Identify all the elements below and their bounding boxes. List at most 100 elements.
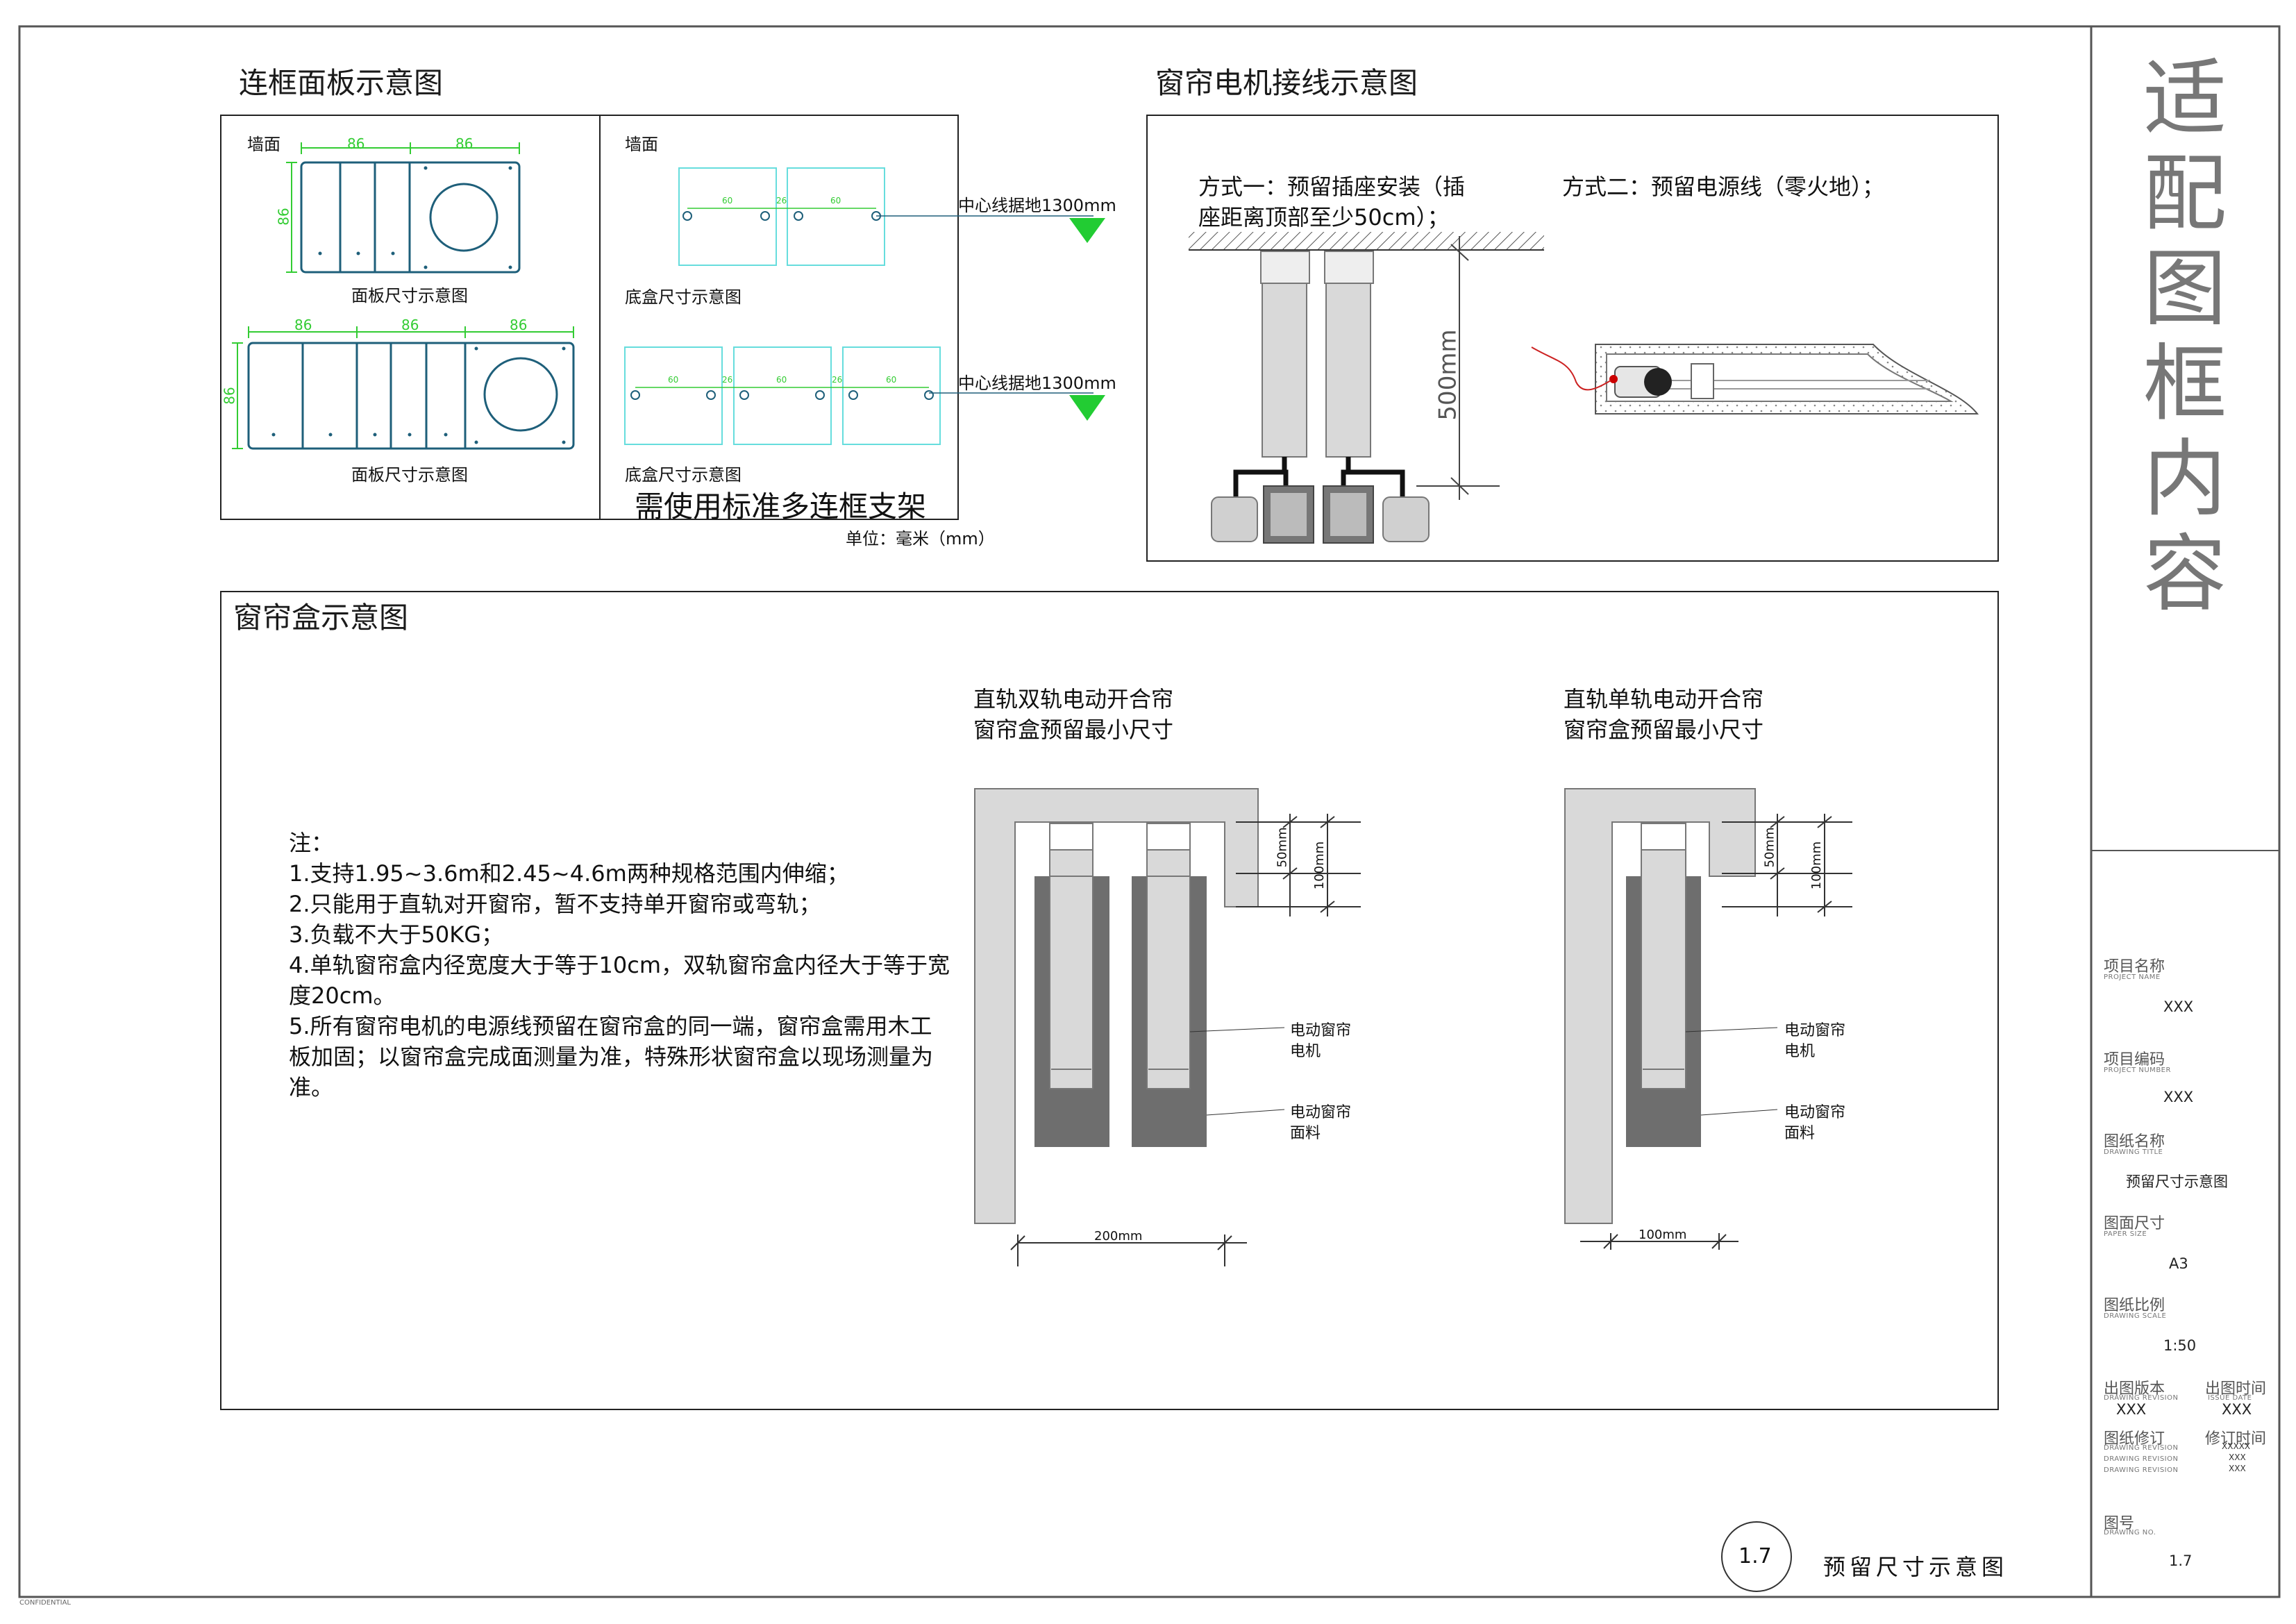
double-dims xyxy=(1010,814,1361,1266)
dim-60-b: 60 xyxy=(830,196,841,206)
double-dim-200: 200mm xyxy=(1094,1229,1143,1244)
side-char-5: 内 xyxy=(2143,431,2227,528)
single-dims xyxy=(1580,814,1852,1250)
modify-en-1: DRAWING REVISION xyxy=(2104,1444,2179,1452)
motor-wiring-section xyxy=(1146,115,1999,562)
modify-en-2: DRAWING REVISION xyxy=(2104,1455,2179,1463)
note-line-7: 板加固；以窗帘盒完成面测量为准，特殊形状窗帘盒以现场测量为 xyxy=(289,1044,934,1070)
dim-60-d: 60 xyxy=(776,375,787,385)
sheet-number: 1.7 xyxy=(1738,1544,1772,1568)
dim-500mm: 500mm xyxy=(1434,329,1462,421)
notes-block: 注： 1.支持1.95~3.6m和2.45~4.6m两种规格范围内伸缩； 2.只… xyxy=(289,828,983,1103)
dim-86-f: 86 xyxy=(510,317,528,333)
double-title-1: 直轨双轨电动开合帘 xyxy=(973,686,1174,712)
drawing-title-label: 图纸名称 xyxy=(2104,1133,2165,1150)
dim-60-e: 60 xyxy=(886,375,897,385)
center-line-label-1: 中心线据地1300mm xyxy=(958,196,1116,215)
single-fabric-label-1: 电动窗帘 xyxy=(1784,1104,1846,1121)
single-title-2: 窗帘盒预留最小尺寸 xyxy=(1564,717,1764,743)
note-line-0: 注： xyxy=(289,830,334,856)
double-motor-label-1: 电动窗帘 xyxy=(1290,1022,1352,1039)
modify-value-2: XXX xyxy=(2229,1453,2246,1462)
back-box-three xyxy=(624,346,941,445)
single-motor-label-2: 电机 xyxy=(1784,1043,1816,1060)
motor-wiring-title: 窗帘电机接线示意图 xyxy=(1155,66,1418,100)
scale-en: DRAWING SCALE xyxy=(2104,1312,2167,1320)
double-track-box xyxy=(974,788,1259,1224)
curtain-box-title: 窗帘盒示意图 xyxy=(233,601,409,635)
side-char-4: 框 xyxy=(2143,336,2227,433)
panel-caption-1: 面板尺寸示意图 xyxy=(351,286,468,305)
paper-size-label: 图面尺寸 xyxy=(2104,1215,2165,1232)
side-title: 适 配 图 框 内 容 xyxy=(2133,51,2237,622)
back-box-two xyxy=(678,167,885,266)
double-title-2: 窗帘盒预留最小尺寸 xyxy=(973,717,1174,743)
dim-26-c: 26 xyxy=(832,375,843,385)
modify-en-3: DRAWING REVISION xyxy=(2104,1466,2179,1474)
revision-value: XXX xyxy=(2116,1401,2147,1418)
panel-frame-section xyxy=(220,115,1105,520)
wall-label-left: 墙面 xyxy=(247,135,280,154)
note-line-4: 4.单轨窗帘盒内径宽度大于等于10cm，双轨窗帘盒内径大于等于宽 xyxy=(289,952,950,978)
side-char-1: 适 xyxy=(2143,51,2227,147)
note-line-2: 2.只能用于直轨对开窗帘，暂不支持单开窗帘或弯轨； xyxy=(289,891,821,917)
box-caption-1: 底盒尺寸示意图 xyxy=(625,287,741,307)
project-name-label: 项目名称 xyxy=(2104,958,2165,976)
note-line-1: 1.支持1.95~3.6m和2.45~4.6m两种规格范围内伸缩； xyxy=(289,860,849,887)
sheet-number-circle xyxy=(1721,1521,1792,1592)
side-char-6: 容 xyxy=(2143,526,2227,623)
sheet-border xyxy=(18,25,2281,1598)
unit-label: 单位：毫米（mm） xyxy=(846,529,995,549)
modify-value-1: XXXXX xyxy=(2222,1441,2251,1451)
dim-86-g: 86 xyxy=(221,387,238,405)
project-number-label: 项目编码 xyxy=(2104,1051,2165,1069)
paper-size-en: PAPER SIZE xyxy=(2104,1230,2147,1238)
wall-label-right: 墙面 xyxy=(625,135,658,154)
method-two: 方式二：预留电源线（零火地）； xyxy=(1562,174,1885,200)
note-line-6: 5.所有窗帘电机的电源线预留在窗帘盒的同一端，窗帘盒需用木工 xyxy=(289,1013,932,1039)
socket-right xyxy=(1382,496,1430,542)
dim-26-b: 26 xyxy=(722,375,733,385)
note-line-8: 准。 xyxy=(289,1074,334,1100)
dim-60-a: 60 xyxy=(722,196,733,206)
panel-dims-top xyxy=(286,142,520,273)
single-dim-100: 100mm xyxy=(1809,841,1825,890)
side-char-3: 图 xyxy=(2143,241,2227,337)
double-fabric-label-1: 电动窗帘 xyxy=(1290,1104,1352,1121)
panel-frame-title: 连框面板示意图 xyxy=(239,66,444,100)
panel-caption-2: 面板尺寸示意图 xyxy=(351,465,468,485)
dim-86-d: 86 xyxy=(294,317,312,333)
scale-value: 1:50 xyxy=(2163,1337,2197,1354)
note-line-3: 3.负载不大于50KG； xyxy=(289,921,504,948)
box-caption-2: 底盒尺寸示意图 xyxy=(625,465,741,485)
drawing-title-en: DRAWING TITLE xyxy=(2104,1148,2163,1156)
project-number-value: XXX xyxy=(2163,1089,2194,1105)
double-fabric-label-2: 面料 xyxy=(1290,1125,1321,1142)
revision-label: 出图版本 xyxy=(2104,1380,2165,1398)
revision-en: DRAWING REVISION xyxy=(2104,1394,2179,1402)
dim-86-e: 86 xyxy=(401,317,419,333)
center-line-label-2: 中心线据地1300mm xyxy=(958,374,1116,393)
drawing-no-en: DRAWING NO. xyxy=(2104,1529,2156,1537)
single-track-box xyxy=(1564,788,1756,1224)
issue-date-value: XXX xyxy=(2222,1401,2252,1418)
issue-date-en: ISSUE DATE xyxy=(2208,1394,2252,1402)
note-line-5: 度20cm。 xyxy=(289,982,396,1009)
single-title-1: 直轨单轨电动开合帘 xyxy=(1564,686,1764,712)
dim-86-c: 86 xyxy=(275,208,292,226)
dim-86-b: 86 xyxy=(455,135,474,152)
single-dim-100w: 100mm xyxy=(1639,1228,1687,1242)
project-name-value: XXX xyxy=(2163,998,2194,1015)
single-motor-label-1: 电动窗帘 xyxy=(1784,1022,1846,1039)
method-one-line-2: 座距离顶部至少50cm）； xyxy=(1198,204,1450,231)
sheet-title: 预留尺寸示意图 xyxy=(1823,1554,2009,1580)
panel-dims-bottom xyxy=(232,326,574,449)
curtain-box-drawing-section xyxy=(220,591,1999,1410)
side-char-2: 配 xyxy=(2143,146,2227,242)
paper-size-value: A3 xyxy=(2169,1255,2188,1272)
dim-86-a: 86 xyxy=(347,135,365,152)
modify-time-label: 修订时间 xyxy=(2205,1430,2267,1448)
project-name-en: PROJECT NAME xyxy=(2104,973,2161,981)
double-motor-label-2: 电机 xyxy=(1290,1043,1321,1060)
single-fabric-label-2: 面料 xyxy=(1784,1125,1816,1142)
